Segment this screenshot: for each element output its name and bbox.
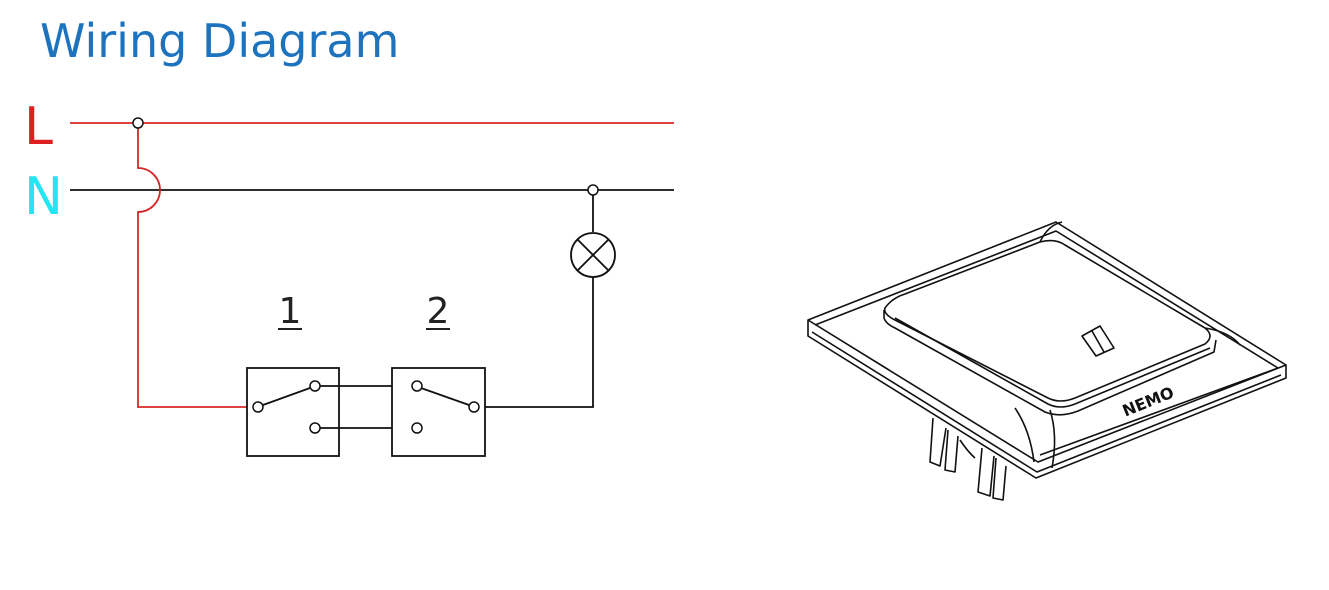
switch-1	[246, 367, 340, 457]
lamp-symbol	[570, 232, 616, 278]
switch-2	[391, 367, 486, 457]
live-drop-wire	[137, 123, 258, 408]
page-title: Wiring Diagram	[40, 14, 400, 68]
lamp-return-wire	[480, 277, 594, 408]
switch-1-label: 1	[279, 291, 302, 332]
live-label: L	[24, 97, 53, 157]
neutral-junction	[587, 184, 599, 196]
live-junction	[132, 117, 144, 129]
switch-2-label: 2	[427, 291, 450, 332]
switch-product-illustration	[807, 221, 1287, 501]
neutral-label: N	[24, 167, 63, 227]
